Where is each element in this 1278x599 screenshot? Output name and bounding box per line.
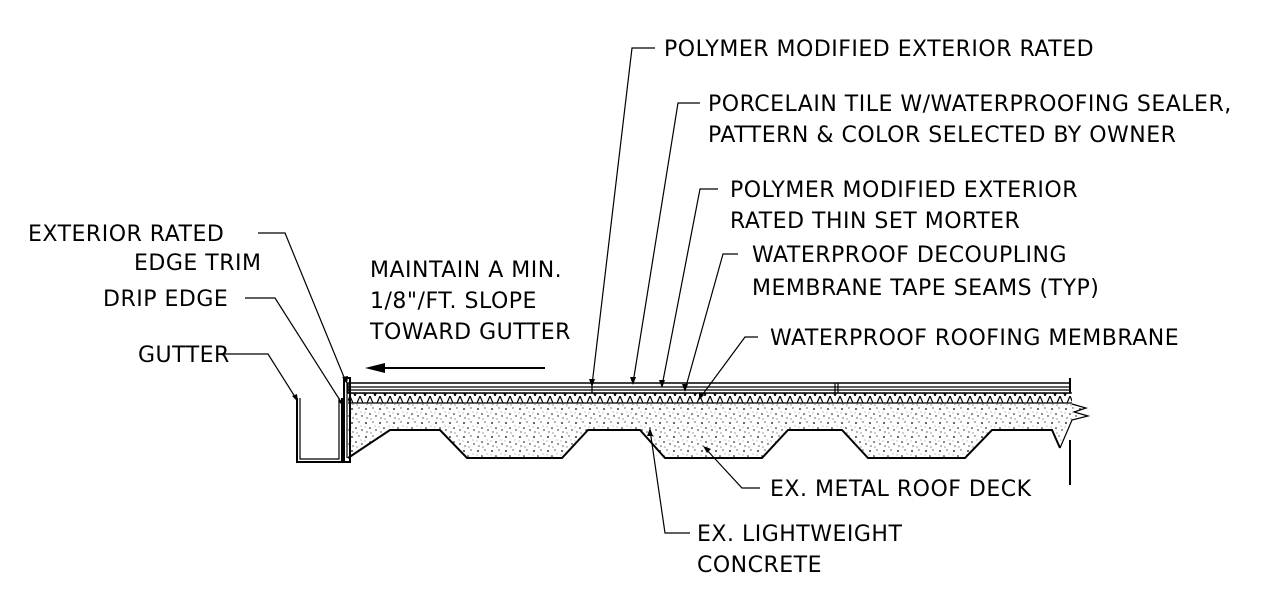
label-roofing-membrane: WATERPROOF ROOFING MEMBRANE <box>770 326 1179 351</box>
label-edge-trim-line2: EDGE TRIM <box>134 251 261 276</box>
label-slope-line3: TOWARD GUTTER <box>369 320 571 345</box>
label-slope-line2: 1/8"/FT. SLOPE <box>370 289 537 314</box>
label-porcelain-line1: PORCELAIN TILE W/WATERPROOFING SEALER, <box>708 92 1232 117</box>
break-line <box>1059 403 1091 449</box>
label-metal-deck: EX. METAL ROOF DECK <box>770 477 1032 502</box>
label-concrete-line1: EX. LIGHTWEIGHT <box>697 522 902 547</box>
label-gutter: GUTTER <box>138 343 230 368</box>
label-slope-line1: MAINTAIN A MIN. <box>370 258 562 283</box>
lightweight-concrete-fill <box>348 404 1088 458</box>
label-porcelain-line2: PATTERN & COLOR SELECTED BY OWNER <box>708 123 1176 148</box>
porcelain-tile-layer <box>347 382 1071 394</box>
leader-lines <box>222 47 760 534</box>
label-polymer-exterior: POLYMER MODIFIED EXTERIOR RATED <box>664 37 1094 62</box>
label-concrete-line2: CONCRETE <box>697 553 822 578</box>
roof-assembly <box>296 377 1091 485</box>
gutter-shape <box>296 398 343 463</box>
label-drip-edge: DRIP EDGE <box>103 287 228 312</box>
label-decoupling-line2: MEMBRANE TAPE SEAMS (TYP) <box>752 276 1099 301</box>
edge-trim <box>343 377 351 463</box>
labels: POLYMER MODIFIED EXTERIOR RATED PORCELAI… <box>28 37 1232 578</box>
slope-arrow <box>365 363 545 373</box>
label-thinset-line1: POLYMER MODIFIED EXTERIOR <box>730 178 1078 203</box>
label-thinset-line2: RATED THIN SET MORTER <box>730 209 1020 234</box>
label-edge-trim-line1: EXTERIOR RATED <box>28 222 224 247</box>
label-decoupling-line1: WATERPROOF DECOUPLING <box>752 243 1067 268</box>
decoupling-membrane-layer <box>348 393 1072 403</box>
